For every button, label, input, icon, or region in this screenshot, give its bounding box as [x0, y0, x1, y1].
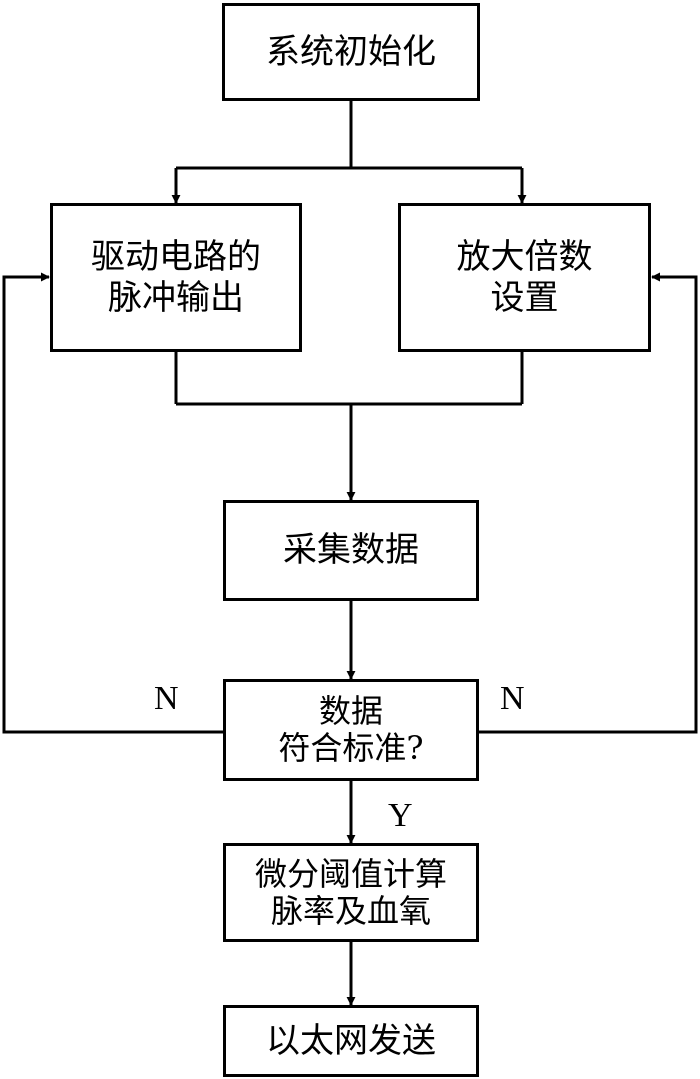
- init-node-line: 系统初始化: [266, 31, 436, 72]
- check-standard-line-2: 符合标准?: [278, 729, 424, 767]
- gain-setting-line-1: 放大倍数: [456, 236, 593, 277]
- no-label-right: N: [500, 680, 525, 717]
- edge-no-right: [479, 272, 698, 734]
- check-standard-line-1: 数据: [318, 692, 383, 731]
- pulse-output-node: 驱动电路的 脉冲输出: [50, 203, 302, 352]
- gain-setting-line-2: 设置: [490, 277, 559, 318]
- pulse-output-line-1: 驱动电路的: [91, 236, 261, 277]
- compute-line-2: 脉率及血氧: [270, 891, 431, 930]
- init-node: 系统初始化: [222, 3, 480, 101]
- pulse-output-line-2: 脉冲输出: [108, 277, 244, 318]
- gain-setting-node: 放大倍数 设置: [398, 203, 651, 352]
- yes-label: Y: [388, 797, 413, 834]
- collect-data-line: 采集数据: [283, 530, 419, 571]
- ethernet-send-node: 以太网发送: [223, 1005, 479, 1077]
- ethernet-send-line: 以太网发送: [266, 1020, 436, 1061]
- edge-no-left: [2, 272, 223, 734]
- collect-data-node: 采集数据: [223, 500, 479, 601]
- compute-node: 微分阈值计算 脉率及血氧: [223, 843, 479, 942]
- compute-line-1: 微分阈值计算: [254, 854, 447, 893]
- no-label-left: N: [154, 680, 179, 717]
- check-standard-node: 数据 符合标准?: [223, 679, 479, 781]
